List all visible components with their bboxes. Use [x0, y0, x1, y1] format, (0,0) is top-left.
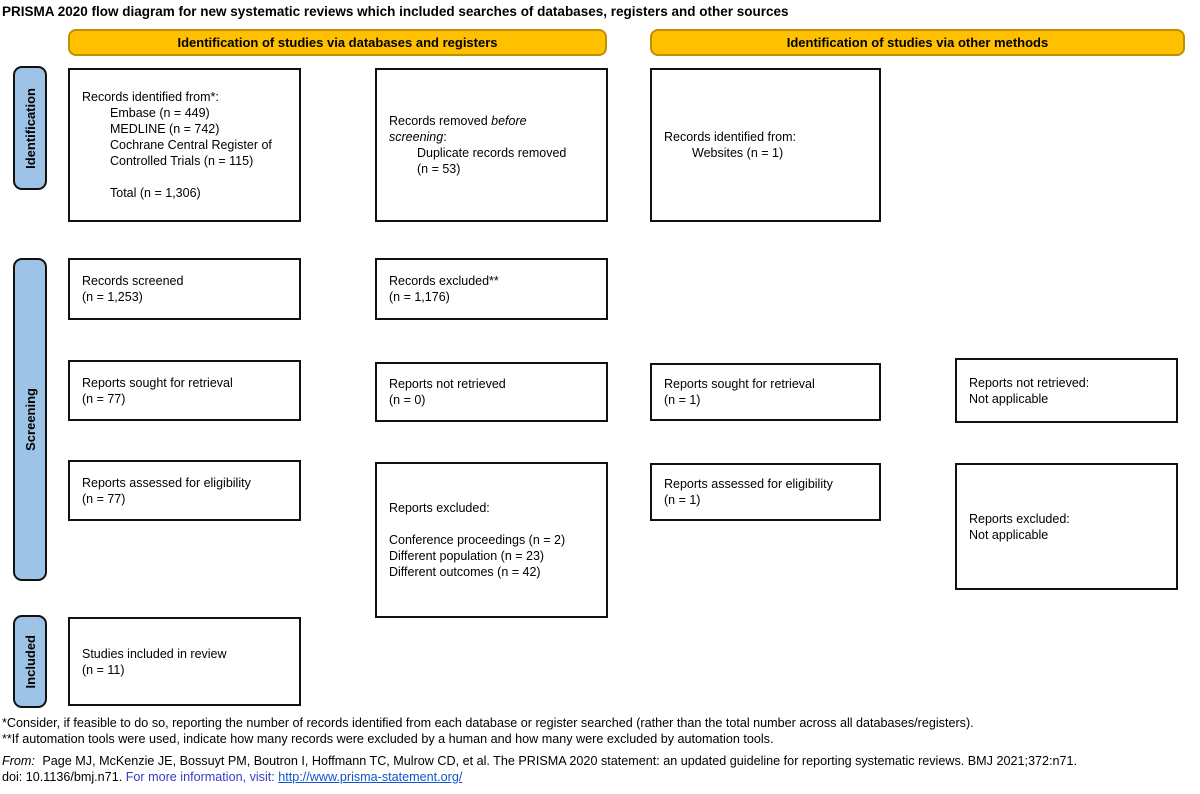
box-records-identified-other: Records identified from: Websites (n = 1…: [650, 68, 881, 222]
box-reports-assessed-databases: Reports assessed for eligibility (n = 77…: [68, 460, 301, 521]
column-header-databases-registers: Identification of studies via databases …: [68, 29, 607, 56]
box-reports-sought-other: Reports sought for retrieval (n = 1): [650, 363, 881, 421]
stage-label-identification: Identification: [13, 66, 47, 190]
column-header-other-methods-label: Identification of studies via other meth…: [786, 35, 1049, 50]
column-header-databases-label: Identification of studies via databases …: [177, 35, 498, 50]
box-reports-assessed-other: Reports assessed for eligibility (n = 1): [650, 463, 881, 521]
citation: From: Page MJ, McKenzie JE, Bossuyt PM, …: [2, 753, 1077, 785]
box-records-identified-databases: Records identified from*: Embase (n = 44…: [68, 68, 301, 222]
box-reports-sought-databases: Reports sought for retrieval (n = 77): [68, 360, 301, 421]
box-reports-excluded-databases: Reports excluded: Conference proceedings…: [375, 462, 608, 618]
box-records-screened: Records screened (n = 1,253): [68, 258, 301, 320]
footnote-asterisk: *Consider, if feasible to do so, reporti…: [2, 716, 974, 730]
box-studies-included: Studies included in review (n = 11): [68, 617, 301, 706]
citation-from-label: From:: [2, 754, 35, 768]
citation-line-2: doi: 10.1136/bmj.n71. For more informati…: [2, 769, 1077, 785]
footnotes: *Consider, if feasible to do so, reporti…: [2, 716, 974, 747]
footnote-double-asterisk: **If automation tools were used, indicat…: [2, 731, 774, 746]
box-reports-excluded-other: Reports excluded: Not applicable: [955, 463, 1178, 590]
box-reports-not-retrieved-other: Reports not retrieved: Not applicable: [955, 358, 1178, 423]
box-records-removed-before-screening: Records removed before screening: Duplic…: [375, 68, 608, 222]
citation-doi-text: doi: 10.1136/bmj.n71.: [2, 770, 126, 784]
box-records-excluded: Records excluded** (n = 1,176): [375, 258, 608, 320]
prisma-statement-link[interactable]: http://www.prisma-statement.org/: [278, 770, 463, 784]
column-header-other-methods: Identification of studies via other meth…: [650, 29, 1185, 56]
box-reports-not-retrieved-databases: Reports not retrieved (n = 0): [375, 362, 608, 422]
citation-line-1: From: Page MJ, McKenzie JE, Bossuyt PM, …: [2, 753, 1077, 769]
page-title: PRISMA 2020 flow diagram for new systema…: [2, 4, 789, 19]
citation-reference-text: Page MJ, McKenzie JE, Bossuyt PM, Boutro…: [38, 754, 1077, 768]
stage-label-screening: Screening: [13, 258, 47, 581]
citation-more-info-text: For more information, visit:: [125, 770, 279, 784]
stage-label-included: Included: [13, 615, 47, 708]
